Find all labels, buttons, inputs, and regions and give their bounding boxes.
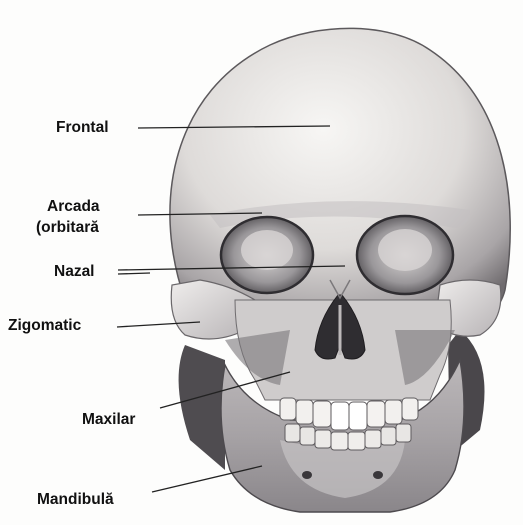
mental-foramen-right bbox=[373, 471, 383, 479]
orbit-right-inner bbox=[378, 229, 432, 271]
label-nazal: Nazal bbox=[54, 262, 95, 281]
skull-left-side-shadow bbox=[179, 345, 225, 470]
label-mandibula: Mandibulă bbox=[37, 490, 114, 509]
cranium bbox=[170, 28, 510, 318]
label-zigomatic: Zigomatic bbox=[8, 316, 81, 335]
label-arcada-line1: Arcada bbox=[47, 197, 100, 216]
orbit-left-inner bbox=[241, 230, 293, 270]
label-arcada-line2: (orbitară bbox=[36, 218, 99, 237]
label-frontal: Frontal bbox=[56, 118, 109, 137]
label-maxilar: Maxilar bbox=[82, 410, 135, 429]
leader-nazal-double bbox=[118, 273, 150, 274]
mental-foramen-left bbox=[302, 471, 312, 479]
